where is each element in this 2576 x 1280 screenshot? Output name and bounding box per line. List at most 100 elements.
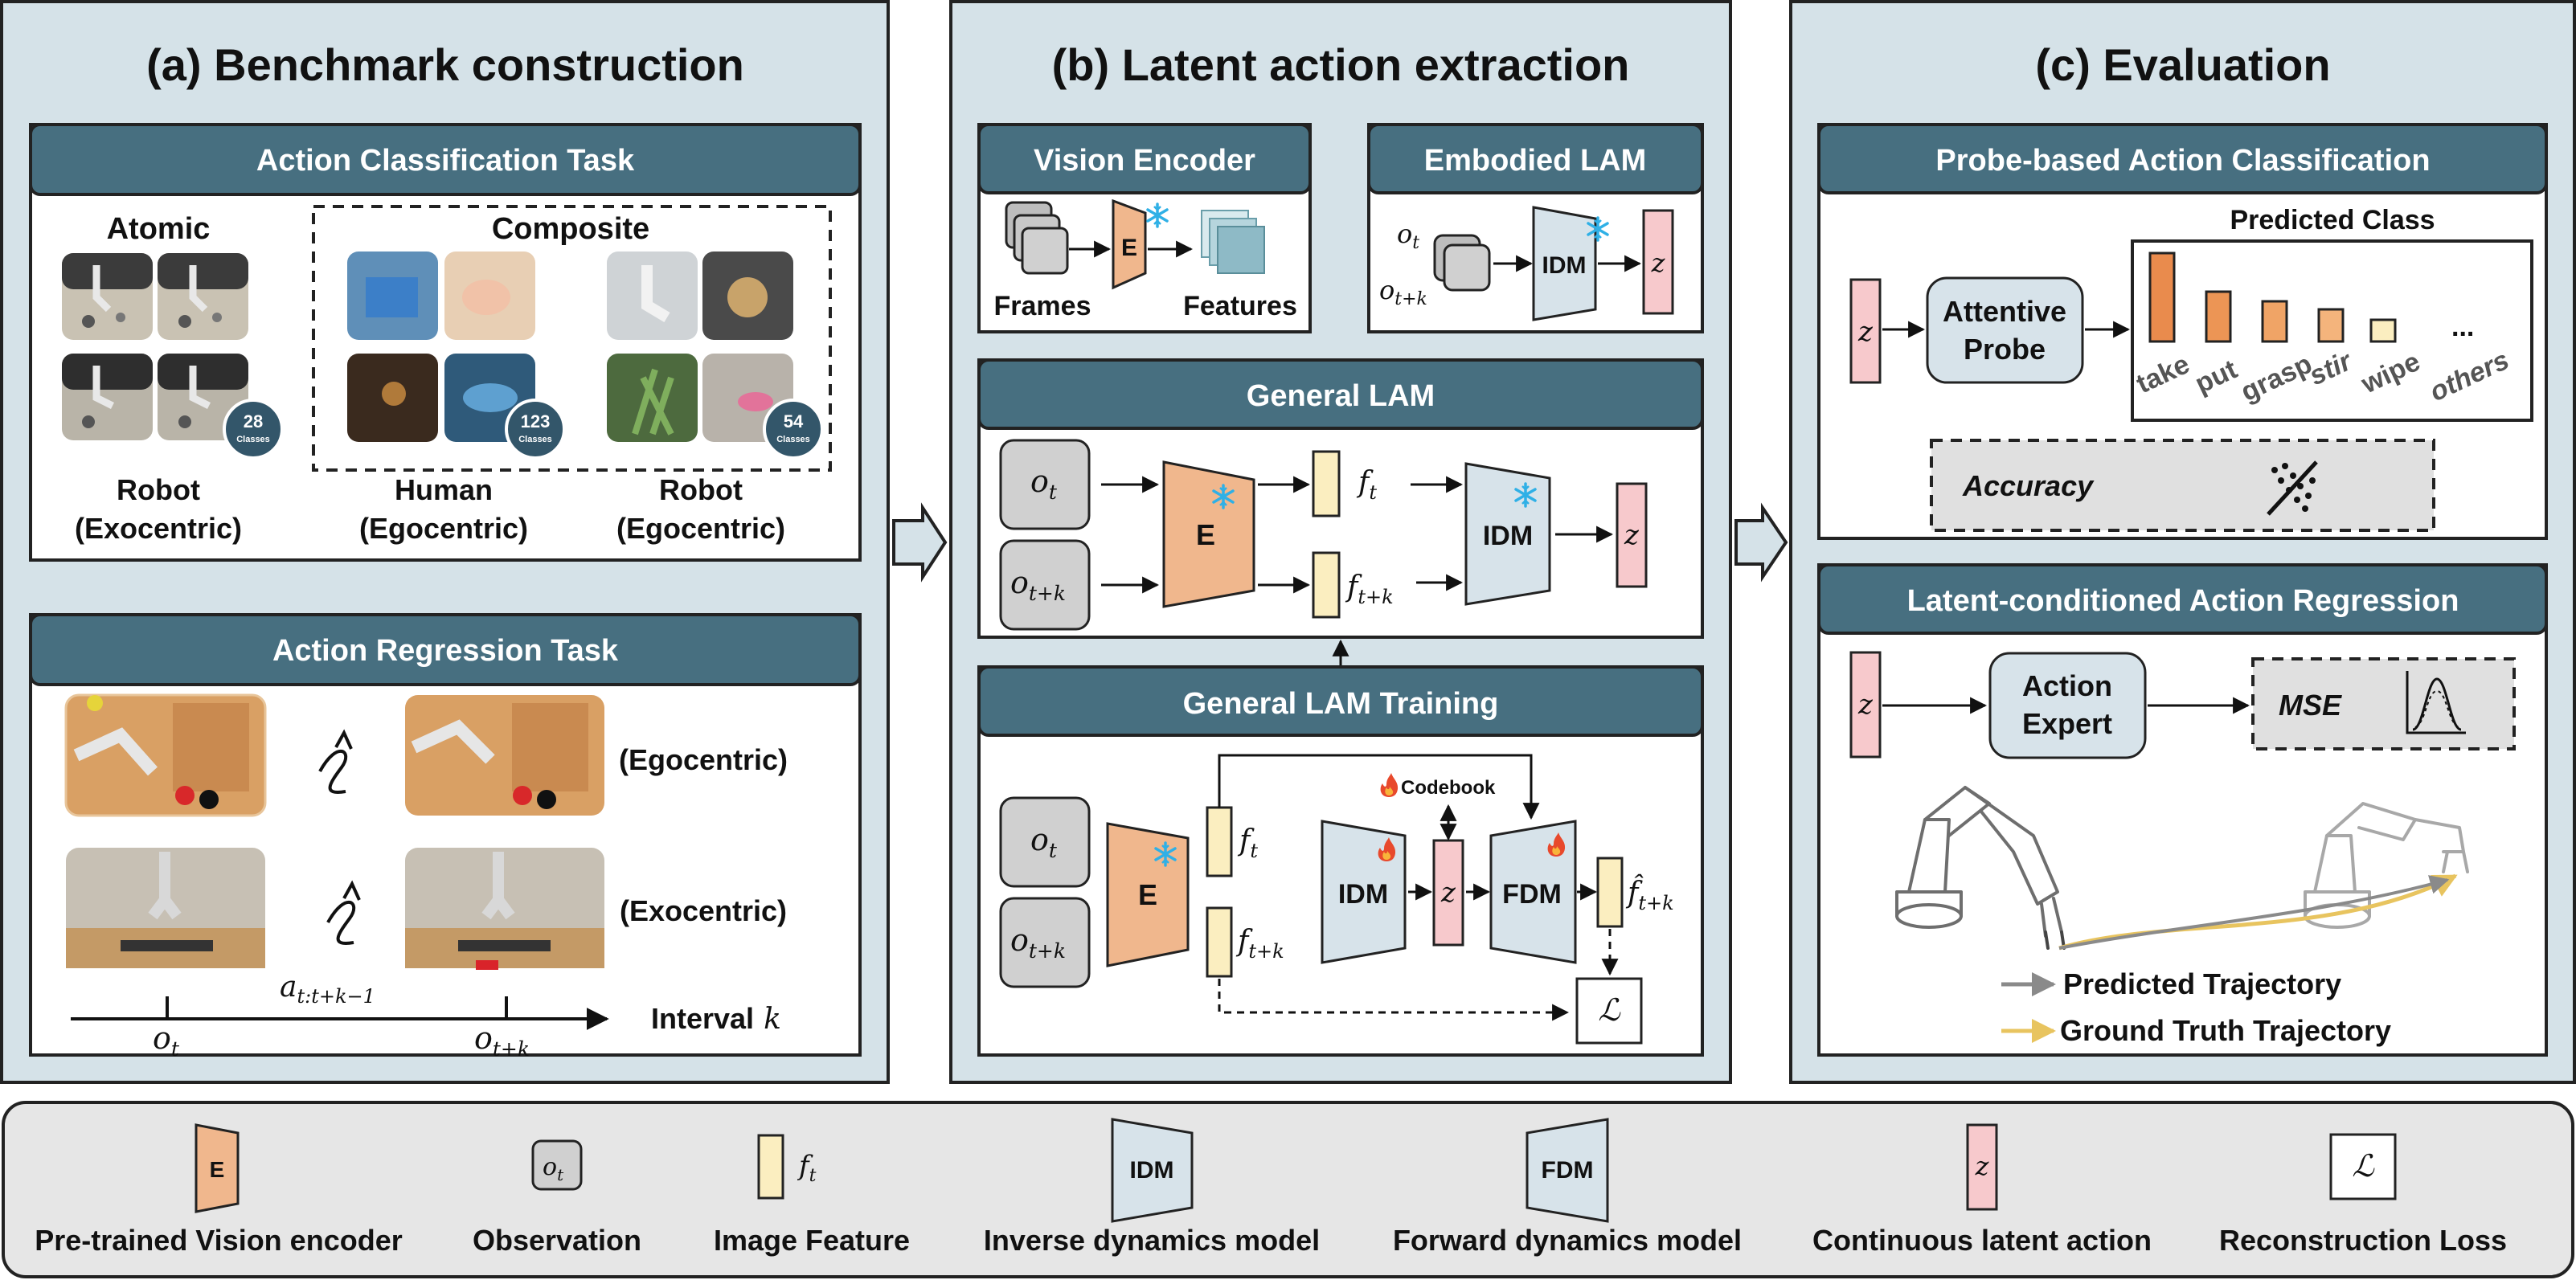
badge-28-sub: Classes (236, 435, 270, 444)
codebook-label: Codebook (1401, 777, 1496, 799)
tr-obs-t-label: ot (1030, 822, 1058, 862)
tr-loss-label: ℒ (1598, 992, 1621, 1028)
panel-a-title: (a) Benchmark construction (146, 39, 744, 90)
legend-latent-label: Continuous latent action (1812, 1224, 2152, 1257)
tr-fdm-shape (1489, 820, 1577, 964)
regression-header-label: Action Regression Task (272, 634, 619, 668)
legend-latent-icon (1966, 1123, 1998, 1211)
legend-loss-symbol: ℒ (2352, 1148, 2375, 1184)
probe-z-label: z (1857, 316, 1874, 348)
badge-54-sub: Classes (776, 435, 810, 444)
accuracy-label: Accuracy (1962, 469, 2095, 502)
tr-encoder-label: E (1138, 878, 1157, 911)
badge-123-sub: Classes (518, 435, 552, 444)
badge-123-num: 123 (521, 411, 551, 431)
egocentric-label: (Egocentric) (619, 743, 788, 776)
classification-header (29, 123, 862, 196)
badge-54-num: 54 (784, 411, 804, 431)
gl-obs-t-label: ot (1030, 464, 1058, 504)
attentive-line1: Attentive (1943, 295, 2066, 328)
gt-traj-label: Ground Truth Trajectory (2060, 1014, 2391, 1047)
regression-header (29, 613, 862, 686)
tr-loss-box (1575, 977, 1643, 1045)
gl-obs-tk-label: ot+k (1010, 565, 1066, 605)
mse-box (2251, 657, 2516, 750)
badge-28 (223, 399, 284, 460)
reg-z-box (1849, 651, 1882, 759)
legend-observation-label: Observation (473, 1224, 641, 1257)
tr-feature-pred (1596, 857, 1624, 928)
classification-box (29, 123, 862, 562)
composite-box (312, 205, 832, 472)
class-ellipsis: ... (2451, 312, 2474, 342)
panel-b-title: (b) Latent action extraction (1052, 39, 1630, 90)
legend-feature-icon (757, 1134, 784, 1200)
tr-idm-label: IDM (1338, 879, 1388, 910)
arrow-b-to-c (1734, 502, 1788, 583)
class-bar-stir (2317, 308, 2345, 343)
legend-fdm-icon (1526, 1118, 1609, 1223)
gl-encoder-label: E (1196, 518, 1215, 551)
expert-line2: Expert (2022, 707, 2112, 740)
predicted-class-title: Predicted Class (2230, 205, 2435, 235)
tr-obs-t (999, 796, 1091, 888)
badge-54 (763, 399, 824, 460)
action-label: at:t+k−1 (280, 971, 375, 1008)
embodied-z-box (1642, 209, 1674, 315)
embodied-z-label: z (1651, 247, 1666, 278)
gl-z-label: z (1624, 519, 1640, 551)
accuracy-scatter-icon (2267, 460, 2318, 516)
pred-traj-label: Predicted Trajectory (2063, 967, 2341, 1000)
badge-28-num: 28 (244, 411, 263, 431)
tr-feature-tk (1206, 906, 1233, 978)
composite-label: Composite (492, 212, 649, 246)
features-label: Features (1183, 291, 1297, 321)
vision-encoder-title: Vision Encoder (1034, 144, 1255, 178)
panel-c-title: (c) Evaluation (2035, 39, 2330, 90)
mse-label: MSE (2279, 689, 2342, 722)
training-title: General LAM Training (1183, 687, 1499, 721)
attentive-line2: Probe (1964, 333, 2046, 366)
tr-encoder-shape (1106, 822, 1190, 967)
class-bar-put (2205, 290, 2232, 343)
regression-box (29, 613, 862, 1057)
legend-obs-symbol: ot (543, 1153, 564, 1184)
legend-idm-label-small: IDM (1130, 1157, 1174, 1184)
legend-feature-label: Image Feature (714, 1224, 910, 1257)
embodied-idm-shape (1532, 206, 1597, 321)
class-bars (2148, 252, 2397, 343)
legend-encoder-label: Pre-trained Vision encoder (35, 1224, 402, 1257)
gl-obs-tk (999, 539, 1091, 631)
encoder-e-label: E (1121, 235, 1137, 261)
latent-regression-title: Latent-conditioned Action Regression (1907, 584, 2459, 618)
frames-label: Frames (994, 291, 1091, 321)
embodied-idm-label: IDM (1542, 252, 1587, 279)
class-bar-take (2148, 252, 2176, 343)
legend-idm-icon (1111, 1118, 1194, 1223)
legend-loss-icon (2329, 1133, 2397, 1200)
exocentric-label: (Exocentric) (620, 894, 787, 927)
probe-z-box (1849, 278, 1882, 384)
emb-otk: ot+k (1379, 275, 1427, 309)
reg-z-label: z (1857, 689, 1874, 721)
expert-line1: Action (2022, 669, 2112, 702)
frames-stack-icon (1005, 201, 1069, 275)
robot-exo-line1: Robot (117, 473, 200, 506)
tr-obs-tk-label: ot+k (1010, 922, 1066, 963)
legend-encoder-e: E (210, 1157, 225, 1182)
class-bar-grasp (2261, 300, 2288, 343)
legend-fdm-label: Forward dynamics model (1393, 1224, 1742, 1257)
predicted-trajectory (2058, 875, 2450, 950)
probe-title: Probe-based Action Classification (1935, 144, 2430, 178)
squiggle-arrow-1 (318, 750, 348, 794)
gl-feature-tk (1312, 551, 1341, 619)
legend-loss-label: Reconstruction Loss (2219, 1224, 2507, 1257)
gl-idm-shape (1464, 462, 1551, 606)
robot-ego-line2: (Egocentric) (616, 512, 785, 545)
legend-observation-icon (531, 1139, 583, 1191)
ground-truth-trajectory (2058, 873, 2458, 951)
human-ego-line1: Human (395, 473, 493, 506)
embodied-lam-title: Embodied LAM (1424, 144, 1647, 178)
legend-idm-label: Inverse dynamics model (984, 1224, 1320, 1257)
